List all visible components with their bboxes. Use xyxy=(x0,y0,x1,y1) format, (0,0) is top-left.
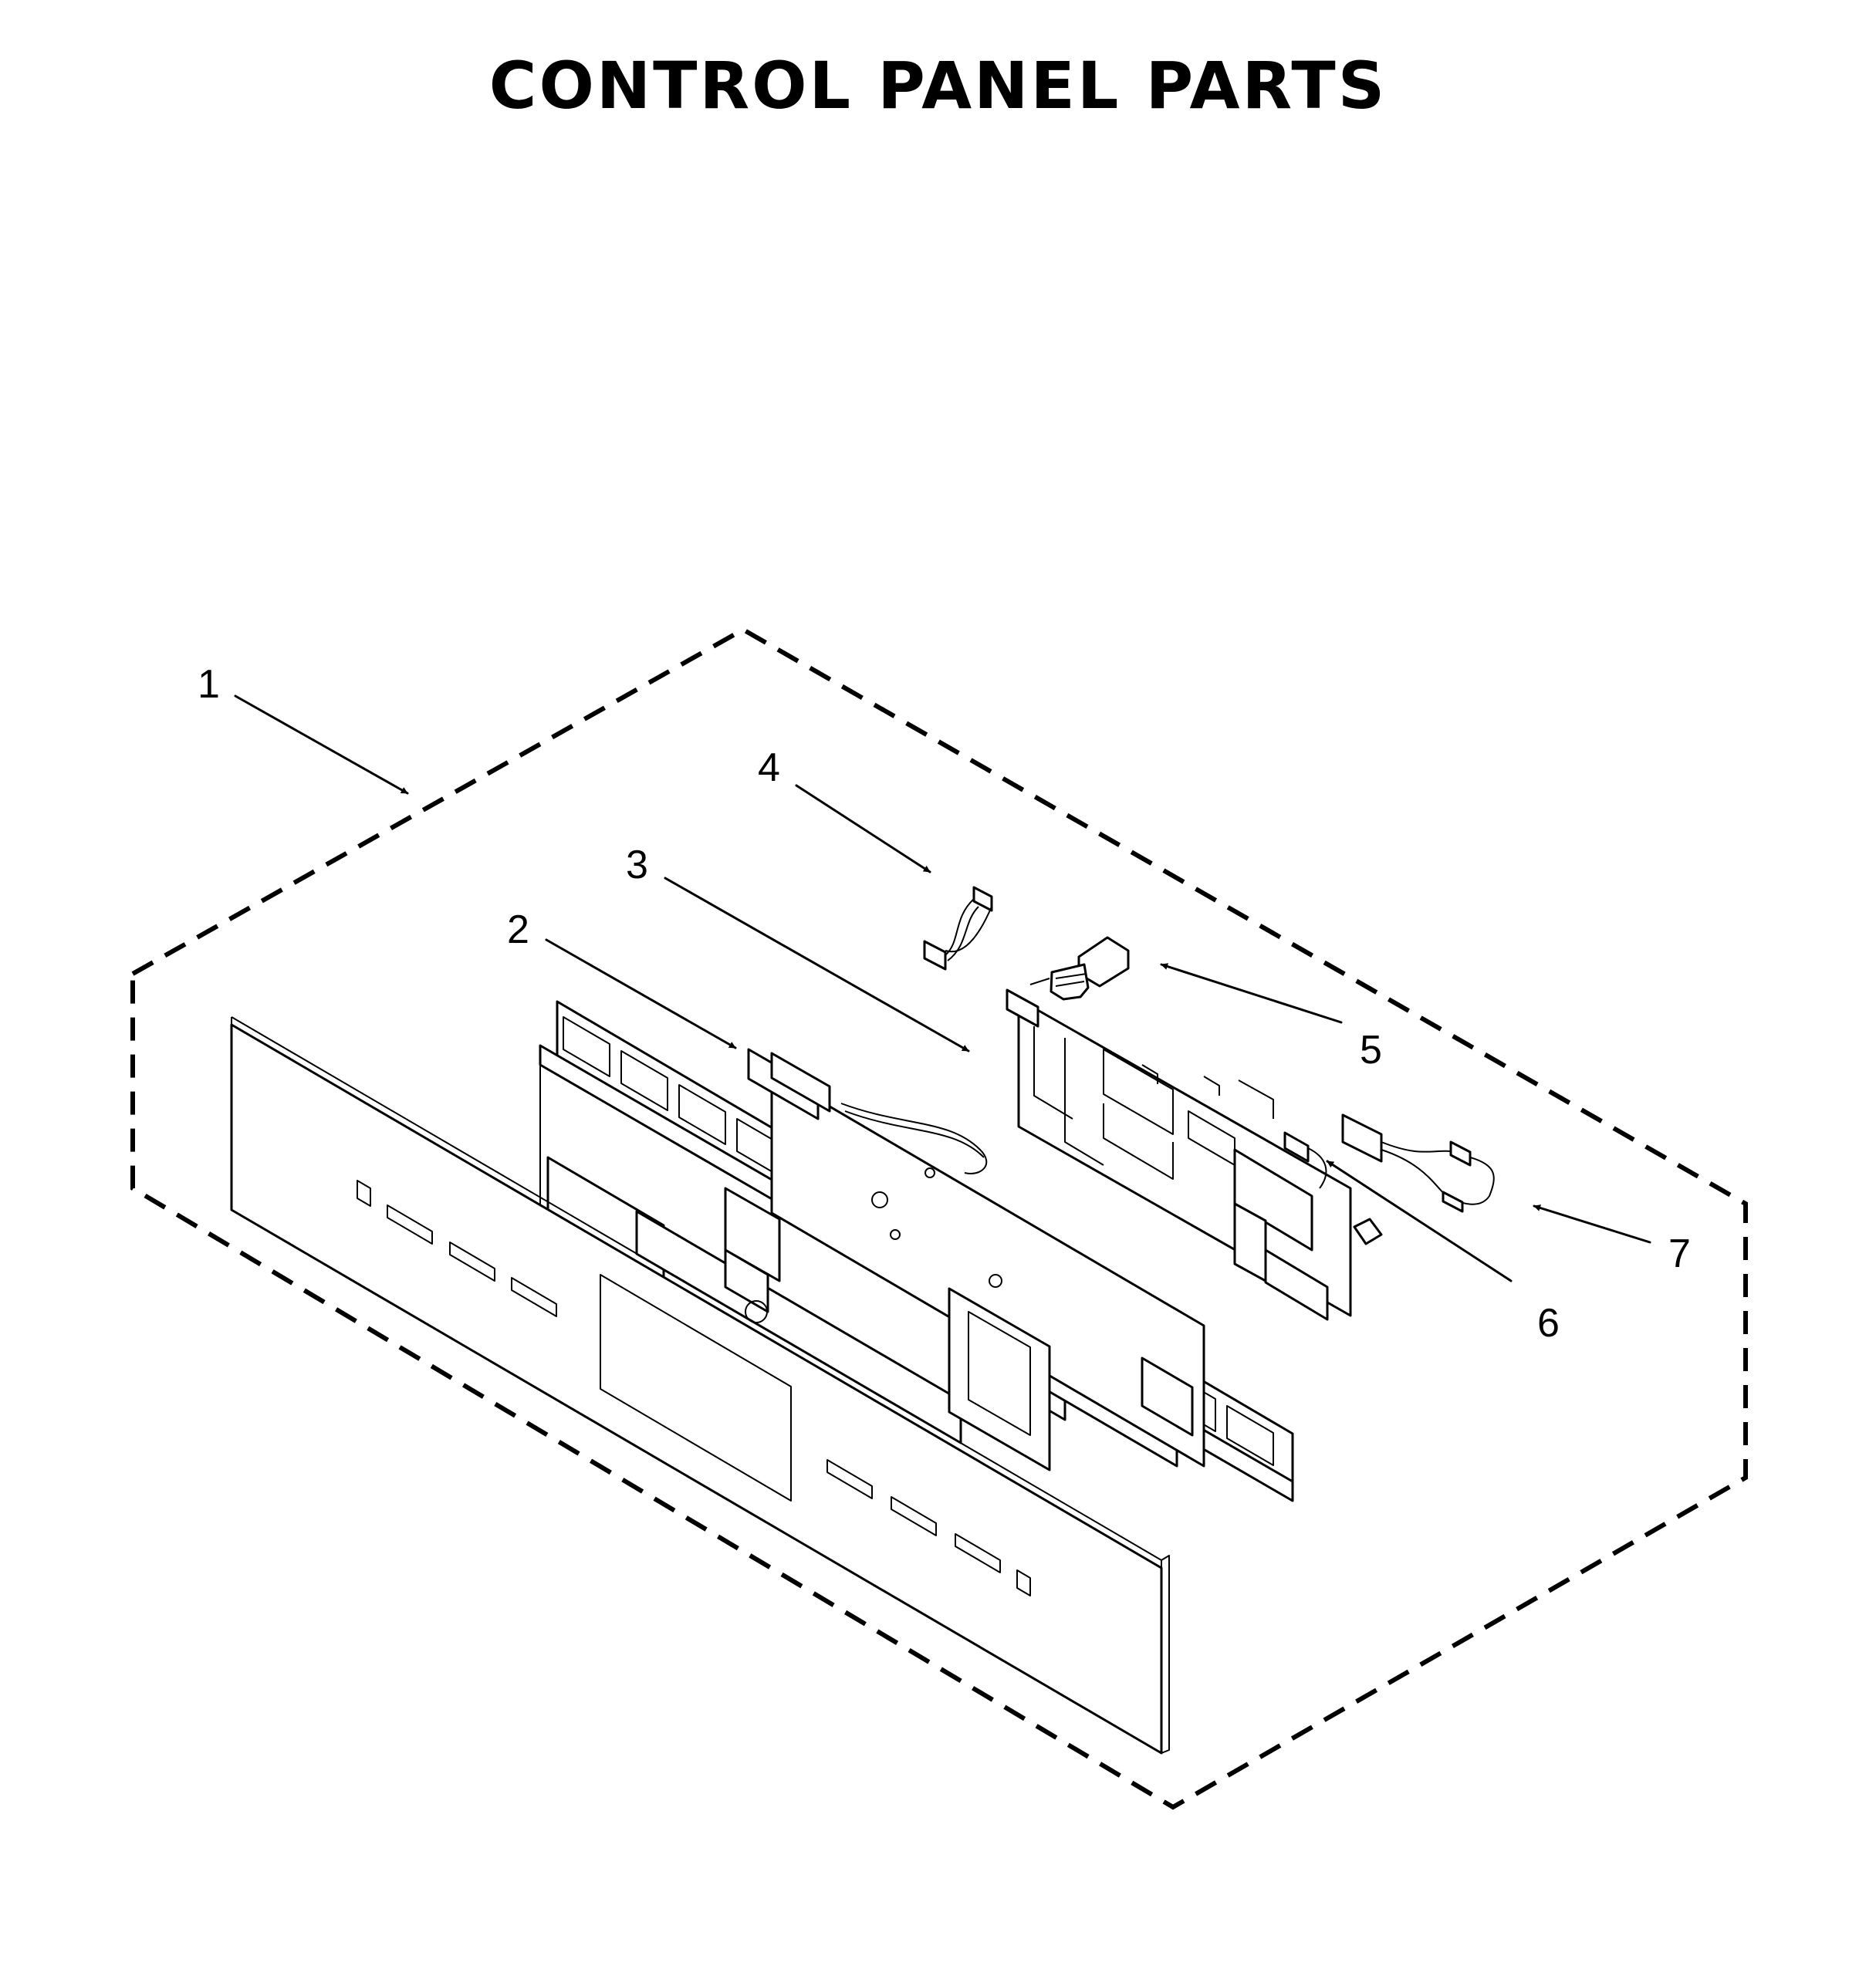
leader-2 xyxy=(545,938,737,1049)
part-5-screw xyxy=(1029,936,1130,1001)
callout-4: 4 xyxy=(758,745,780,790)
leader-5 xyxy=(1160,963,1343,1024)
part-6-connector-wire xyxy=(1283,1131,1383,1245)
part-7-wire-harness xyxy=(1341,1113,1495,1213)
leader-7 xyxy=(1533,1204,1651,1244)
callout-2: 2 xyxy=(507,907,529,952)
page-title: CONTROL PANEL PARTS xyxy=(488,48,1388,123)
front-panel xyxy=(230,1016,1170,1755)
callout-7: 7 xyxy=(1668,1231,1691,1276)
control-housing xyxy=(1006,988,1352,1321)
callout-1: 1 xyxy=(198,662,220,707)
part-4-wire-harness xyxy=(923,886,993,971)
callout-3: 3 xyxy=(626,843,648,887)
callout-5: 5 xyxy=(1360,1028,1382,1073)
leader-1 xyxy=(234,694,409,795)
leader-4 xyxy=(795,784,931,873)
leader-6 xyxy=(1326,1160,1513,1282)
assembly-boundary xyxy=(130,627,1748,1810)
leader-3 xyxy=(664,877,970,1052)
leader-lines xyxy=(234,694,1651,1282)
callout-6: 6 xyxy=(1537,1301,1560,1346)
